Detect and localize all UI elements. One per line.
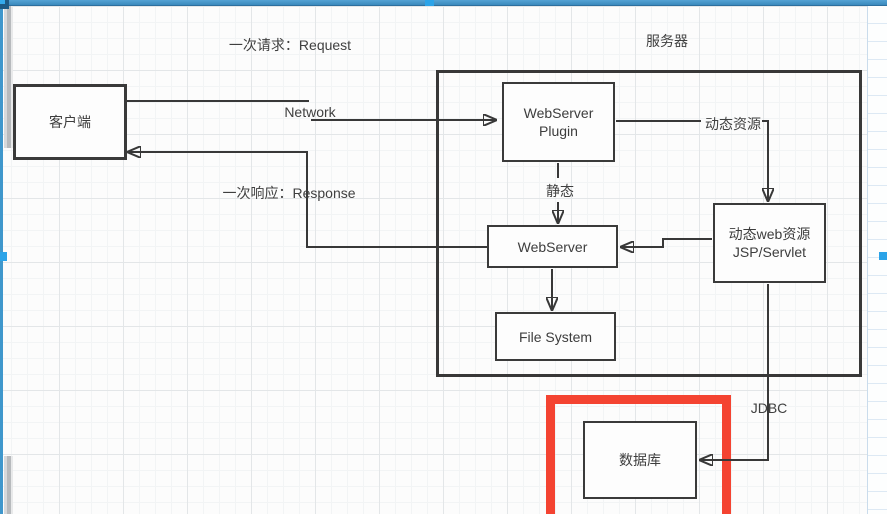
top-scroll-handle[interactable]	[425, 0, 434, 6]
jdbc-label: JDBC	[750, 400, 788, 416]
dynamic-web-resource-label-line1: 动态web资源	[728, 226, 811, 242]
left-edge-stripe-top	[4, 0, 13, 148]
jdbc-arrow	[700, 284, 769, 460]
file-system-node-label: File System	[518, 328, 593, 345]
right-scroll-handle[interactable]	[879, 252, 887, 260]
request-label: 一次请求：Request	[228, 37, 352, 53]
webserver-node[interactable]: WebServer	[487, 225, 618, 268]
client-node[interactable]: 客户端	[13, 84, 127, 160]
left-edge-stripe-bottom	[4, 456, 13, 514]
response-arrow	[128, 152, 487, 248]
right-edge-grid-strip	[867, 5, 887, 514]
webserver-plugin-node[interactable]: WebServer Plugin	[502, 82, 615, 162]
jsp-to-webserver-arrow	[621, 238, 712, 247]
dynamic-arrow	[762, 120, 768, 201]
server-container-box[interactable]	[436, 70, 862, 377]
dynamic-web-resource-label-line2: JSP/Servlet	[732, 244, 807, 260]
file-system-node[interactable]: File System	[495, 312, 616, 361]
response-label: 一次响应：Response	[222, 185, 356, 201]
dynamic-web-resource-node[interactable]: 动态web资源 JSP/Servlet	[713, 203, 826, 283]
webserver-node-label: WebServer	[517, 238, 588, 255]
database-node[interactable]: 数据库	[583, 421, 697, 499]
webserver-plugin-label-line1: WebServer	[523, 105, 594, 121]
network-label: Network	[284, 104, 336, 120]
left-scroll-handle[interactable]	[0, 252, 7, 261]
top-scrollbar[interactable]	[0, 0, 887, 6]
static-label: 静态	[546, 183, 574, 199]
webserver-plugin-label-line2: Plugin	[539, 123, 578, 139]
highlight-rectangle	[546, 395, 731, 514]
database-node-label: 数据库	[619, 452, 661, 468]
dynamic-resource-label: 动态资源	[705, 116, 761, 132]
corner-block	[0, 0, 9, 9]
corner-dot	[0, 0, 5, 4]
server-title-label: 服务器	[646, 33, 688, 49]
client-node-label: 客户端	[49, 114, 91, 130]
